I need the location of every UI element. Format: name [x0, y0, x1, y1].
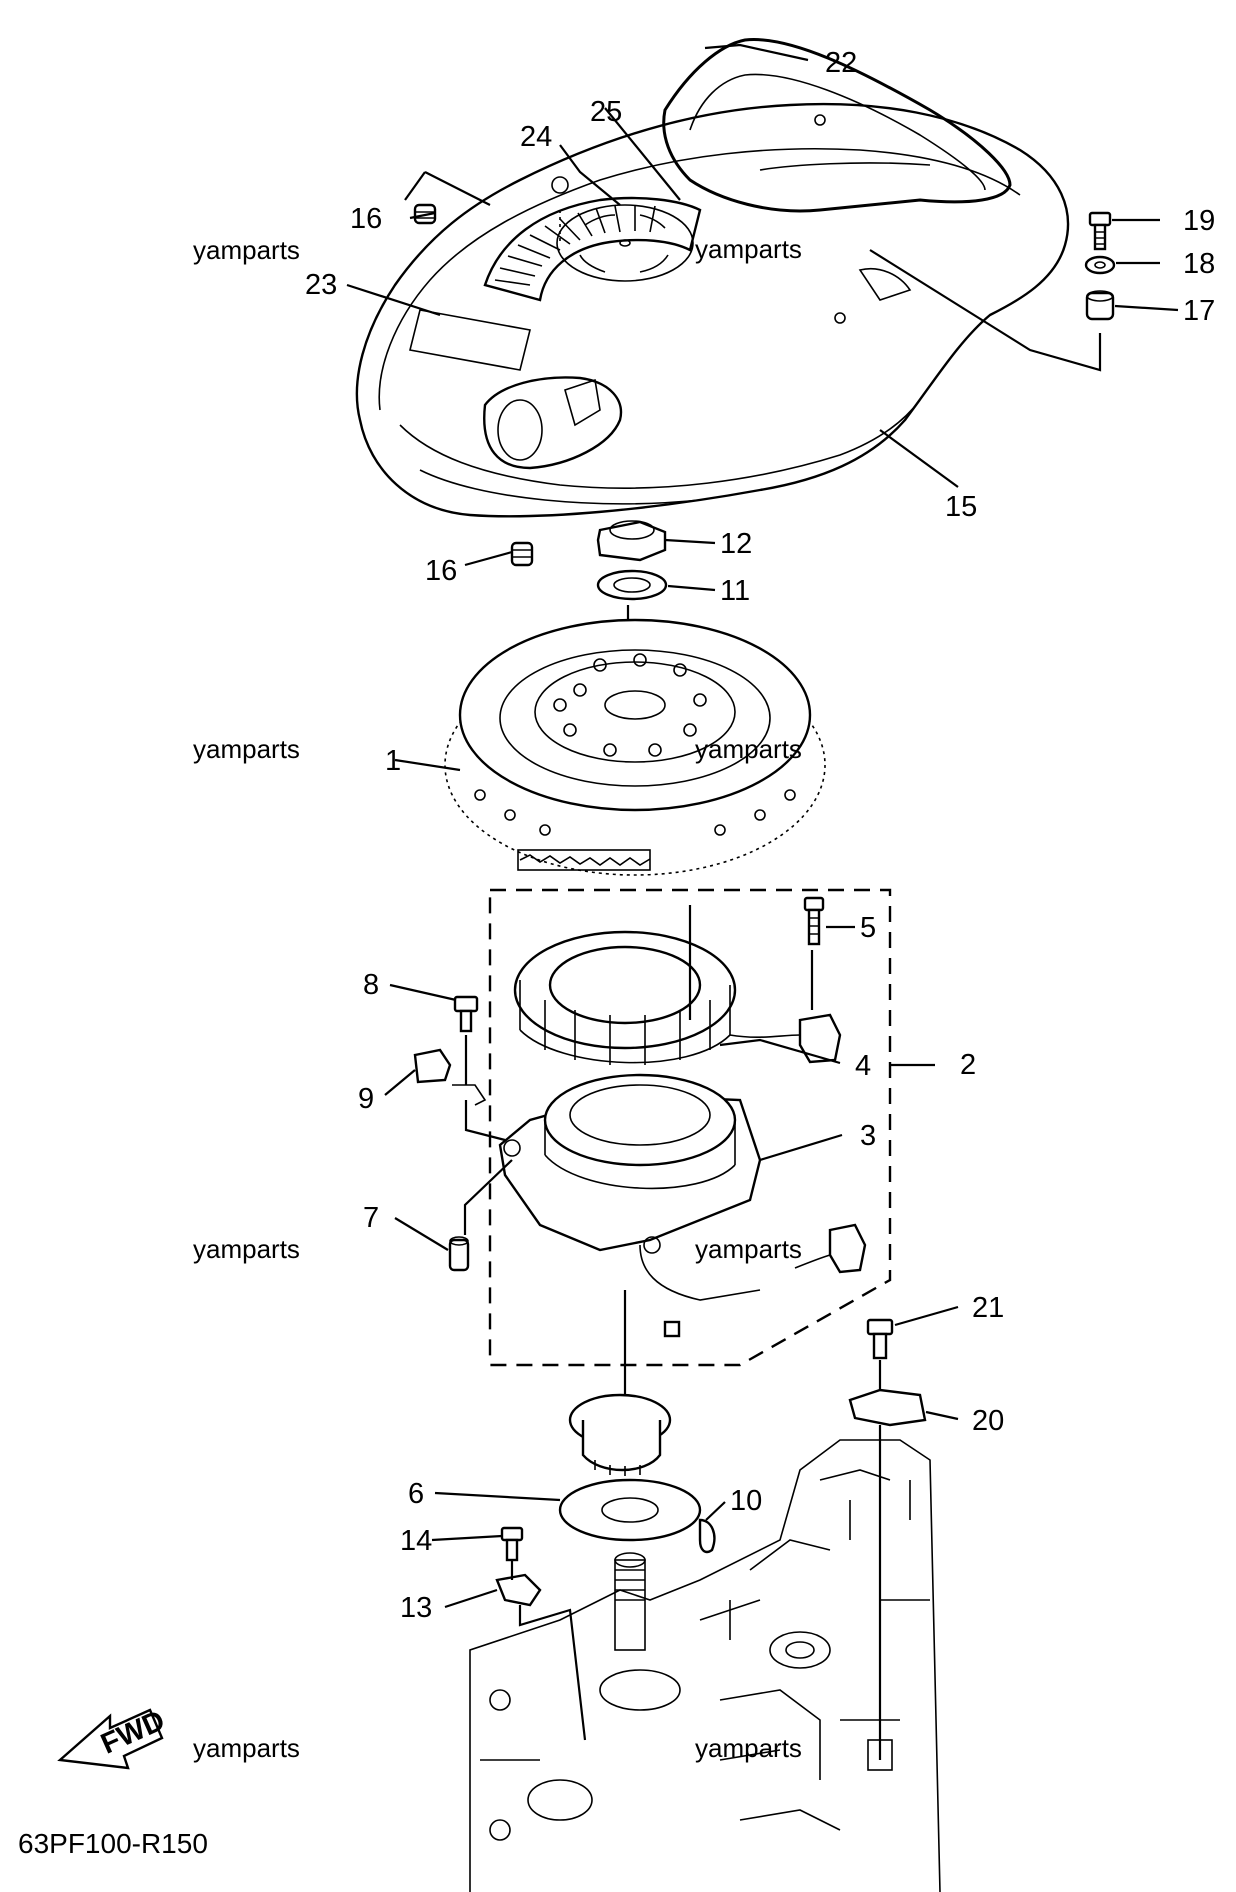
grommet-16-bottom	[510, 541, 534, 567]
leader-lines	[346, 43, 1179, 1609]
watermark: yamparts	[193, 734, 300, 764]
watermark: yamparts	[695, 734, 802, 764]
callout-12: 12	[720, 528, 752, 560]
callout-13: 13	[400, 1592, 432, 1624]
callout-9: 9	[358, 1083, 374, 1115]
callout-17: 17	[1183, 295, 1215, 327]
watermark: yamparts	[695, 1234, 802, 1264]
callout-21: 21	[972, 1292, 1004, 1324]
clamp-20	[848, 1388, 927, 1427]
watermark: yamparts	[193, 1234, 300, 1264]
washer-18	[1084, 255, 1116, 275]
callout-5: 5	[860, 912, 876, 944]
callout-16-top: 16	[350, 203, 382, 235]
callout-14: 14	[400, 1525, 432, 1557]
dowel-pin-7	[448, 1236, 470, 1272]
callout-24: 24	[520, 121, 552, 153]
bolt-19	[1088, 211, 1112, 251]
washer-11	[596, 569, 668, 601]
callout-15: 15	[945, 491, 977, 523]
bolt-21	[866, 1318, 894, 1360]
clamp-13	[495, 1573, 542, 1607]
callout-6: 6	[408, 1478, 424, 1510]
callout-10: 10	[730, 1485, 762, 1517]
callout-3: 3	[860, 1120, 876, 1152]
callout-16-bottom: 16	[425, 555, 457, 587]
grommet-17	[1085, 290, 1115, 321]
forward-direction-arrow: FWD	[57, 1705, 170, 1770]
callout-8: 8	[363, 969, 379, 1001]
callout-23: 23	[305, 269, 337, 301]
stator-coil-4	[513, 930, 842, 1065]
powerhead-block	[469, 1439, 941, 1892]
flywheel-cover	[355, 38, 1070, 518]
callout-1: 1	[385, 745, 401, 777]
callout-4: 4	[855, 1050, 871, 1082]
flywheel-rotor	[444, 618, 826, 876]
callout-18: 18	[1183, 248, 1215, 280]
bolt-8	[453, 995, 479, 1033]
watermark: yamparts	[193, 1733, 300, 1763]
flywheel-hub	[568, 1393, 672, 1476]
callout-25: 25	[590, 96, 622, 128]
callout-2: 2	[960, 1049, 976, 1081]
callout-7: 7	[363, 1202, 379, 1234]
diagram-code: 63PF100-R150	[18, 1828, 208, 1859]
plate-6	[558, 1478, 702, 1542]
flywheel-nut-12	[596, 520, 667, 562]
callout-19: 19	[1183, 205, 1215, 237]
stator-base-3	[498, 1073, 867, 1338]
callout-11: 11	[720, 575, 750, 607]
bolt-5	[803, 896, 825, 946]
callout-22: 22	[825, 47, 857, 79]
screw-14	[500, 1526, 524, 1562]
watermark: yamparts	[193, 235, 300, 265]
callout-20: 20	[972, 1405, 1004, 1437]
watermark: yamparts	[695, 234, 802, 264]
clamp-9	[413, 1048, 487, 1106]
watermark: yamparts	[695, 1733, 802, 1763]
woodruff-key-10	[698, 1518, 716, 1554]
